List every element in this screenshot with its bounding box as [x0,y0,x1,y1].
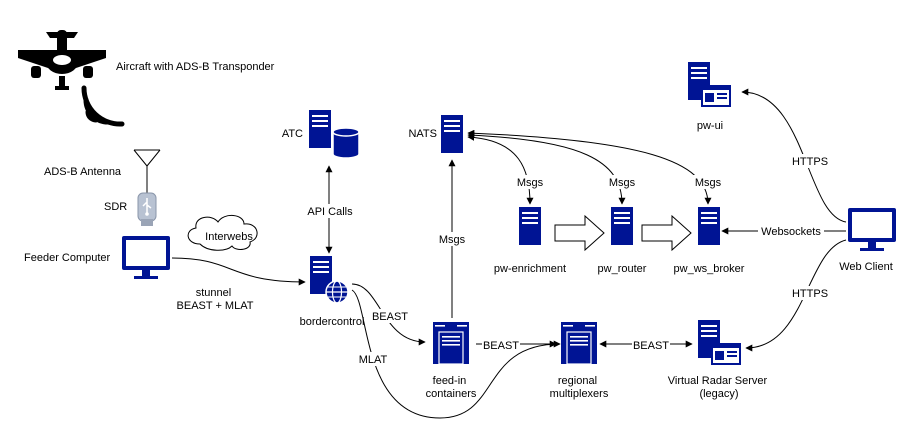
antenna-label: ADS-B Antenna [44,166,122,178]
edge-label-beast-regional: BEAST [483,340,519,352]
airplane-icon [18,30,106,90]
pwui-label: pw-ui [697,120,723,132]
edge-bordercontrol-regional [351,289,561,419]
edge-label-api-calls: API Calls [307,206,353,218]
edge-label-beast-vrs: BEAST [633,340,669,352]
webclient-label: Web Client [839,261,893,273]
server-globe-icon [310,256,349,304]
regional-label: regional multiplexers [550,375,609,400]
vrs-label: Virtual Radar Server (legacy) [668,375,771,400]
edge-label-stunnel: stunnel BEAST + MLAT [177,287,254,312]
server-window-icon [698,320,741,365]
aircraft-label: Aircraft with ADS-B Transponder [116,61,275,73]
atc-label: ATC [282,128,303,140]
server-window-icon [688,62,731,107]
router-server-icon [611,207,633,245]
nats-server-icon [441,115,463,153]
webclient-monitor-icon [848,208,896,251]
edge-label-msgs-router: Msgs [609,177,636,189]
flow-arrow-router-broker [641,214,692,252]
nats-label: NATS [408,128,437,140]
broker-server-icon [698,207,720,245]
feedin-cluster-icon [432,321,470,365]
radio-waves-icon [81,85,125,127]
server-database-icon [309,110,360,159]
flow-arrow-enrichment-router [554,214,605,252]
edge-label-https-ui: HTTPS [792,156,828,168]
edge-label-msgs-enrichment: Msgs [517,177,544,189]
feeder-monitor-icon [122,236,170,279]
edge-nats-broker [467,129,712,205]
regional-cluster-icon [560,321,598,365]
edge-nats-enrichment [467,133,534,205]
broker-label: pw_ws_broker [674,263,745,275]
antenna-icon [133,149,161,195]
cloud-icon [187,215,258,251]
enrichment-server-icon [519,207,541,245]
router-label: pw_router [598,263,647,275]
edge-label-https-vrs: HTTPS [792,288,828,300]
edge-label-beast-feedin: BEAST [372,311,408,323]
feeder-label: Feeder Computer [24,252,111,264]
edge-label-msgs-nats: Msgs [439,234,466,246]
sdr-label: SDR [104,201,127,213]
edge-nats-router [467,131,626,205]
edge-label-mlat: MLAT [359,354,388,366]
edge-feeder-bordercontrol [171,257,306,286]
feedin-label: feed-in containers [426,375,477,400]
usb-dongle-icon [137,192,157,226]
edge-label-websockets: Websockets [761,226,821,238]
enrichment-label: pw-enrichment [494,263,566,275]
bordercontrol-label: bordercontrol [300,316,365,328]
interwebs-label: Interwebs [205,231,253,243]
edge-label-msgs-broker: Msgs [695,177,722,189]
